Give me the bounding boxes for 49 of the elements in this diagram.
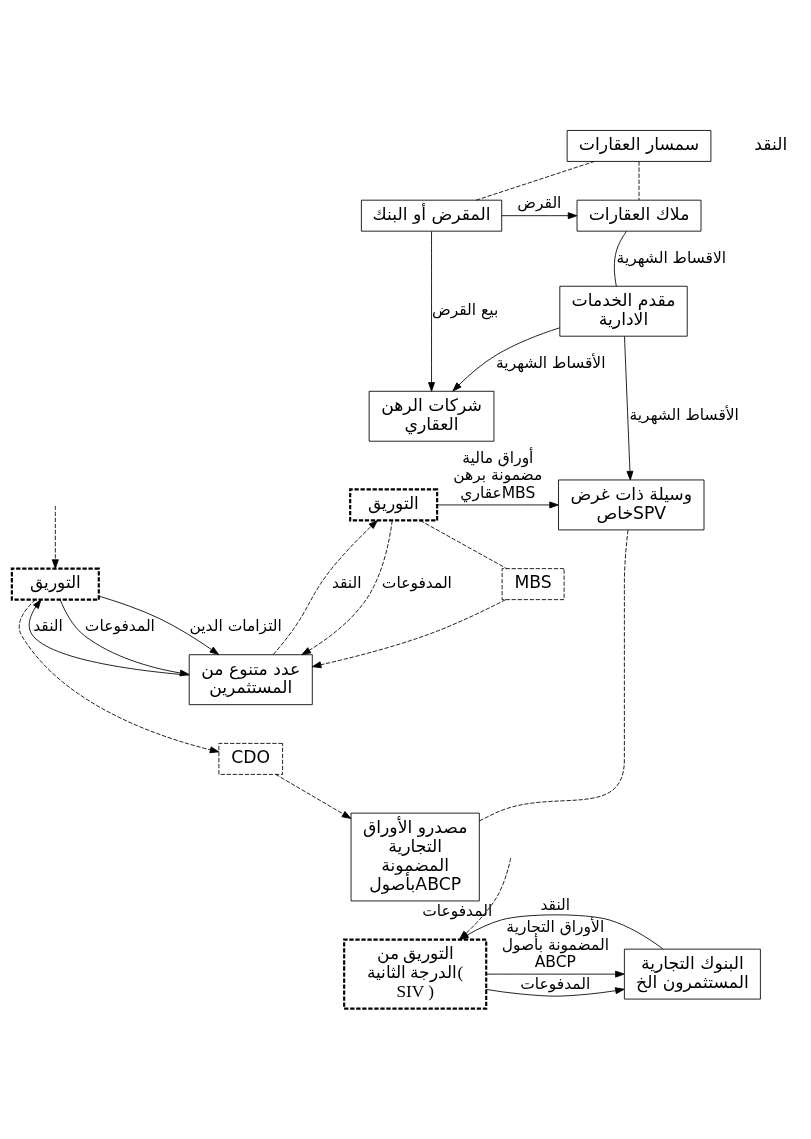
edge-label: الأقساط الشهرية (629, 406, 739, 425)
arrow (272, 520, 378, 655)
node-box: عدد متنوع من المستثمرين (188, 654, 313, 706)
node-box: مقدم الخدمات الادارية (559, 285, 688, 337)
connector (613, 230, 627, 287)
node-box: التوريق (349, 488, 439, 522)
node-box: شركات الرهن العقاري (368, 390, 495, 442)
arrow (436, 501, 559, 509)
node-box: وسيلة ذات غرض خاصSPV (558, 479, 705, 531)
connector (638, 161, 640, 201)
edge-label: أوراق مالية مضمونة برهن عقاريMBS (453, 449, 543, 502)
node-box: مصدرو الأوراق التجارية المضمونة بأصولABCP (350, 812, 480, 902)
arrow (275, 773, 352, 819)
edge-label: المدفوعات (381, 573, 452, 592)
arrow (624, 335, 634, 481)
node-box: التوريق (10, 567, 100, 601)
edge-label: الاقساط الشهرية (616, 248, 727, 267)
label: النقد (754, 134, 788, 155)
node-box: MBS (501, 568, 565, 601)
arrow (452, 327, 561, 392)
edge-label: المدفوعات (422, 902, 493, 921)
arrow (428, 231, 435, 392)
arrow (18, 599, 220, 754)
node-box: ملاك العقارات (576, 199, 702, 232)
edge-label: المدفوعات (520, 975, 591, 994)
edge-label: الأقساط الشهرية (496, 353, 606, 372)
connector (419, 520, 508, 569)
arrow (28, 599, 190, 676)
edge-label: المدفوعات (84, 616, 155, 635)
arrow (301, 520, 393, 656)
edge-label: النقد (33, 616, 63, 635)
connector (475, 161, 595, 201)
node-box: سمسار العقارات (566, 130, 712, 162)
arrow (51, 505, 59, 569)
node-box: المقرض أو البنك (360, 199, 503, 232)
edge-label: القرض (517, 194, 562, 213)
arrow (59, 599, 190, 677)
edge-label: بيع القرض (431, 301, 499, 320)
edge-label: النقد (331, 573, 362, 592)
edge-label: التزامات الدين (189, 616, 282, 635)
arrow (98, 595, 220, 655)
edge-label: النقد (540, 895, 571, 914)
connector (478, 529, 629, 822)
arrow (485, 970, 625, 978)
node-box: CDO (218, 742, 284, 775)
arrow (311, 599, 507, 669)
arrow (485, 987, 625, 997)
node-box: البنوك التجارية المستثمرون الخ (623, 948, 761, 1000)
arrow (501, 212, 578, 220)
